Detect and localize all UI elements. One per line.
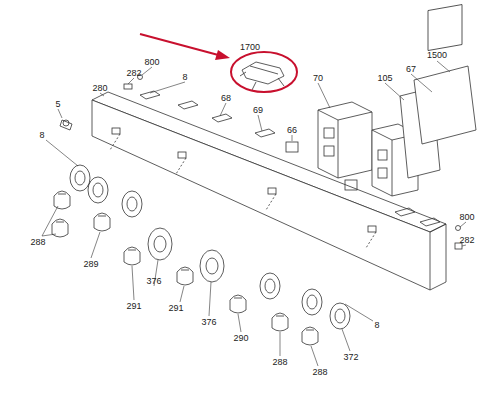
callout-number: 289 [83,259,98,269]
callout-number: 800 [459,212,474,222]
callout-number: 8 [182,72,187,82]
callout-number: 291 [126,301,141,311]
callout-number: 288 [30,237,45,247]
callout-number: 288 [312,367,327,377]
callout-number: 291 [168,303,183,313]
callout-number: 1500 [427,50,447,60]
callout-number: 280 [92,83,107,93]
callout-number: 5 [55,99,60,109]
callout-number: 1700 [240,42,260,52]
callout-number: 290 [233,333,248,343]
callout-number: 288 [272,357,287,367]
callout-number: 69 [253,105,263,115]
callout-number: 8 [39,130,44,140]
callout-number: 105 [377,73,392,83]
callout-number: 282 [126,68,141,78]
callout-number: 70 [313,73,323,83]
callout-number: 376 [201,317,216,327]
callout-number: 800 [144,57,159,67]
callout-number: 282 [459,235,474,245]
callout-number: 372 [343,352,358,362]
callout-number: 68 [221,93,231,103]
callout-number: 67 [406,64,416,74]
callout-number: 66 [287,125,297,135]
callout-number: 376 [146,276,161,286]
callout-number: 8 [374,320,379,330]
